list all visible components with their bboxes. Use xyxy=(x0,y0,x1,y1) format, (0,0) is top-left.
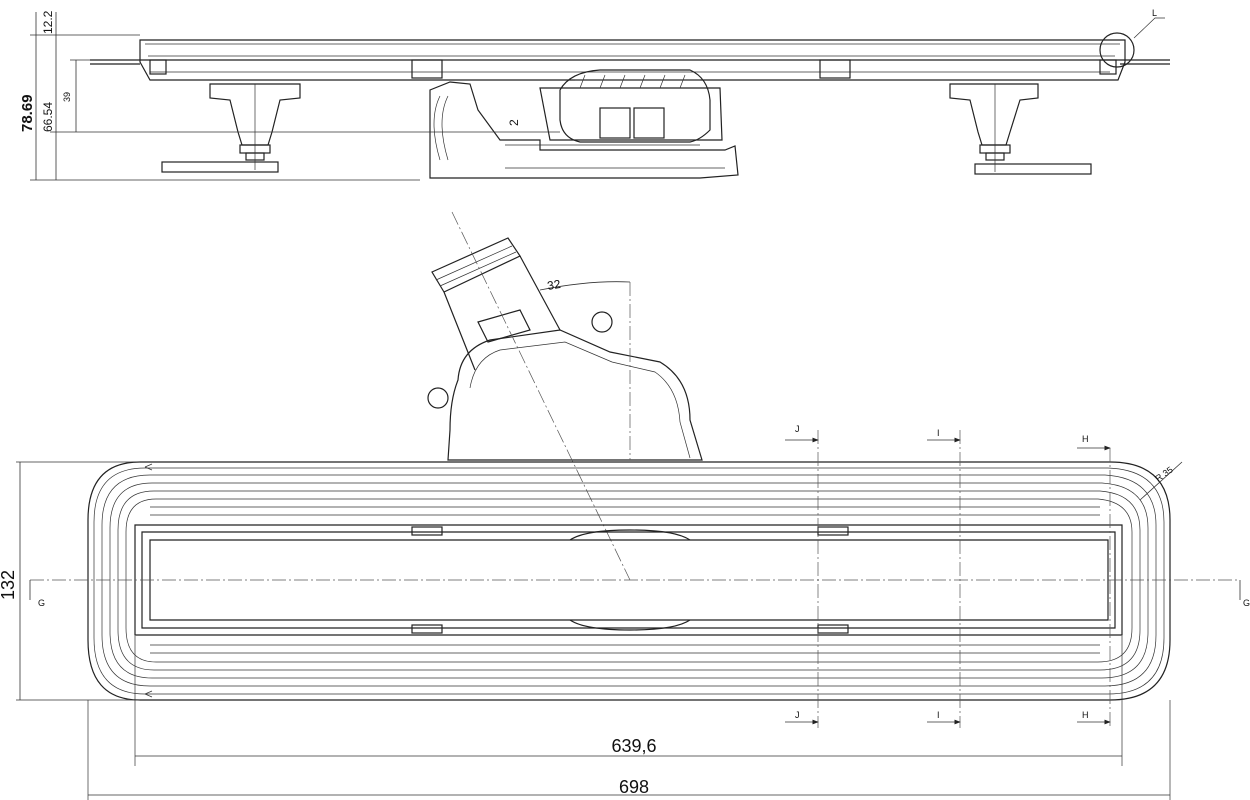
side-elevation-view xyxy=(30,12,1170,181)
section-label-j-bottom: J xyxy=(795,710,800,720)
angled-outlet-pipe xyxy=(427,211,703,581)
dim-12-2: 12.2 xyxy=(41,10,55,34)
right-adjustable-foot xyxy=(949,83,1092,175)
dim-66-54: 66.54 xyxy=(41,102,55,132)
section-label-g-right: G xyxy=(1243,598,1250,608)
left-adjustable-foot xyxy=(161,83,301,173)
dim-132: 132 xyxy=(0,570,18,600)
dim-39: 39 xyxy=(62,92,72,102)
section-label-i-bottom: I xyxy=(937,710,940,720)
section-label-g-left: G xyxy=(38,598,45,608)
dim-639-6: 639,6 xyxy=(611,736,656,756)
siphon-outlet-section xyxy=(429,69,739,179)
dim-32: 32 xyxy=(546,277,562,293)
dim-78-69: 78.69 xyxy=(19,94,36,132)
dim-2: 2 xyxy=(507,119,521,126)
detail-label-l: L xyxy=(1152,8,1157,18)
plan-view xyxy=(16,211,1241,800)
section-label-j-top: J xyxy=(795,424,800,434)
section-label-h-top: H xyxy=(1082,434,1089,444)
dim-r35: R 35 xyxy=(1153,465,1174,484)
section-label-h-bottom: H xyxy=(1082,710,1089,720)
section-label-i-top: I xyxy=(937,428,940,438)
dim-698: 698 xyxy=(619,777,649,797)
